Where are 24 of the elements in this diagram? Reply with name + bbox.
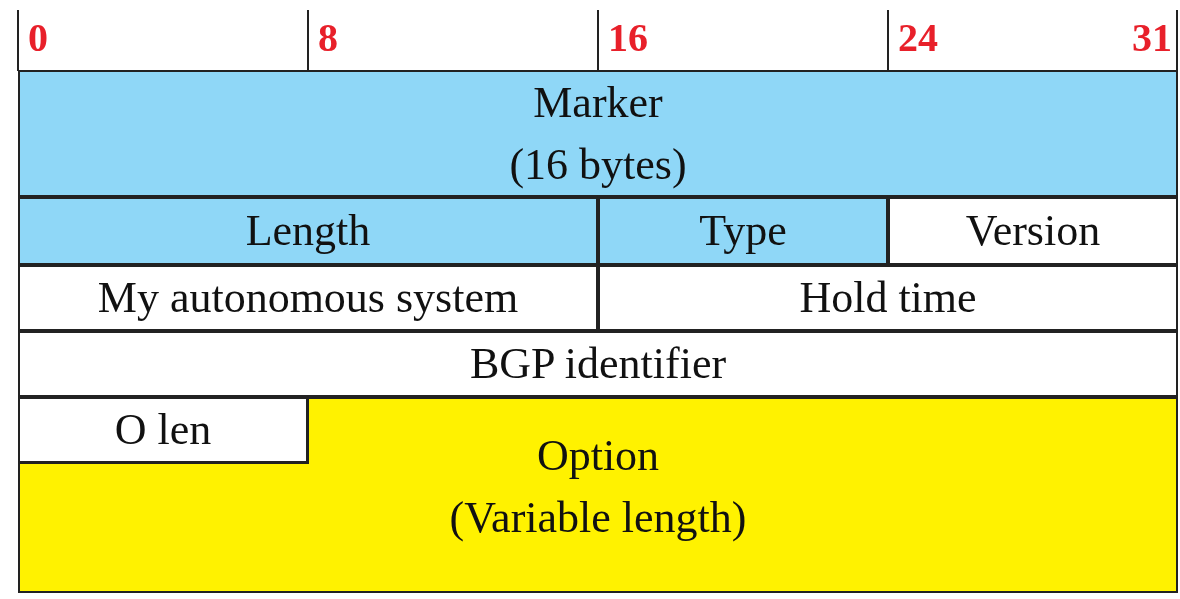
field-label: Version: [965, 205, 1101, 257]
field-label: Type: [699, 205, 787, 257]
field-box: [18, 70, 1178, 197]
field-box: [598, 265, 1178, 331]
field-label: O len: [114, 404, 212, 456]
field-label: Hold time: [799, 272, 977, 324]
bit-number: 24: [898, 14, 938, 62]
field-label: Marker: [533, 76, 663, 129]
bit-number: 8: [318, 14, 338, 62]
field-label: (16 bytes): [509, 138, 687, 191]
field-label: (Variable length): [449, 492, 747, 544]
field-label: Length: [245, 205, 371, 257]
field-label: Option: [536, 430, 660, 482]
field-box: [598, 197, 888, 265]
bit-number: 0: [28, 14, 48, 62]
field-label: My autonomous system: [97, 272, 519, 324]
bit-number: 31: [1132, 14, 1172, 62]
field-box: [18, 197, 598, 265]
field-box: [18, 397, 308, 463]
bit-number: 16: [608, 14, 648, 62]
field-label: BGP identifier: [469, 338, 727, 390]
field-box: [888, 197, 1178, 265]
field-box: [18, 265, 598, 331]
field-box: [18, 331, 1178, 397]
